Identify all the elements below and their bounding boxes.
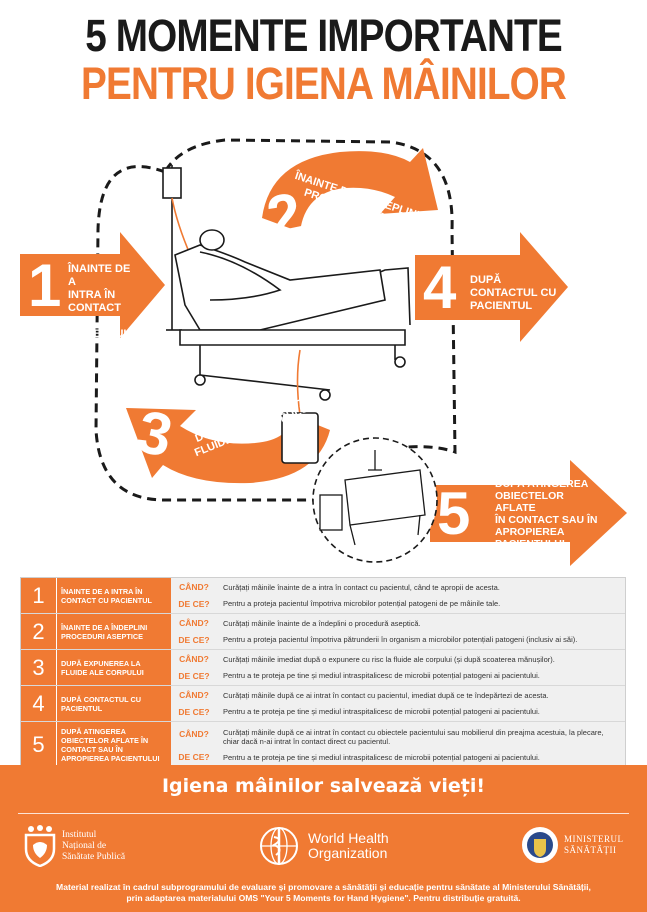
arrow-moment-5 <box>430 460 627 566</box>
arrow-number-4: 4 <box>423 254 457 321</box>
when-label: CÂND? <box>179 581 209 592</box>
when-text: Curățați mâinile după ce ai intrat în co… <box>223 691 549 701</box>
arrow-number-1: 1 <box>28 252 62 319</box>
arrow-moment-4 <box>415 232 568 342</box>
row-title: ÎNAINTE DE A ÎNDEPLINI PROCEDURI ASEPTIC… <box>57 614 171 649</box>
row-number: 1 <box>21 578 57 613</box>
why-text: Pentru a proteja pacientul împotriva mic… <box>223 598 501 608</box>
when-text: Curățați mâinile înainte de a îndeplini … <box>223 619 421 629</box>
arrow-number-5: 5 <box>437 480 471 547</box>
moments-table: 1 ÎNAINTE DE A INTRA ÎN CONTACT CU PACIE… <box>20 577 626 769</box>
when-label: CÂND? <box>179 653 209 664</box>
table-row: 2 ÎNAINTE DE A ÎNDEPLINI PROCEDURI ASEPT… <box>21 614 625 650</box>
arrow-moment-1 <box>20 232 165 338</box>
when-label: CÂND? <box>179 689 209 700</box>
slogan: Igiena mâinilor salvează vieți! <box>161 775 486 797</box>
ministry-crest-icon <box>522 827 558 863</box>
table-row: 5 DUPĂ ATINGEREA OBIECTELOR AFLATE ÎN CO… <box>21 722 625 768</box>
patient-surroundings-illustration <box>312 437 438 563</box>
row-title: DUPĂ CONTACTUL CU PACIENTUL <box>57 686 171 721</box>
row-title: DUPĂ EXPUNEREA LA FLUIDE ALE CORPULUI <box>57 650 171 685</box>
why-label: DE CE? <box>178 599 210 610</box>
why-label: DE CE? <box>178 707 210 718</box>
page-title-line1: 5 MOMENTE IMPORTANTE <box>85 10 562 61</box>
why-text: Pentru a proteja pacientul împotriva păt… <box>223 634 578 644</box>
patient-zone-outline <box>94 138 457 502</box>
why-text: Pentru a te proteja pe tine și mediul in… <box>223 670 540 680</box>
why-label: DE CE? <box>178 751 210 762</box>
why-label: DE CE? <box>178 671 210 682</box>
hospital-bed-illustration <box>162 165 411 464</box>
row-number: 5 <box>21 722 57 768</box>
row-title: DUPĂ ATINGEREA OBIECTELOR AFLATE ÎN CONT… <box>57 722 171 768</box>
row-title: ÎNAINTE DE A INTRA ÎN CONTACT CU PACIENT… <box>57 578 171 613</box>
page-title-line2: PENTRU IGIENA MÂINILOR <box>81 58 567 109</box>
moments-illustration <box>20 138 627 566</box>
who-emblem-icon <box>260 827 298 865</box>
when-text: Curățați mâinile după ce ai intrat în co… <box>223 727 604 746</box>
arrow-moment-3 <box>126 408 330 484</box>
table-row: 3 DUPĂ EXPUNEREA LA FLUIDE ALE CORPULUI … <box>21 650 625 686</box>
insp-shield-icon <box>24 825 56 868</box>
why-text: Pentru a te proteja pe tine și mediul in… <box>223 753 540 763</box>
when-label: CÂND? <box>179 617 209 628</box>
divider <box>18 813 629 814</box>
row-number: 3 <box>21 650 57 685</box>
row-number: 2 <box>21 614 57 649</box>
when-text: Curățați mâinile imediat după o expunere… <box>223 655 555 665</box>
when-text: Curățați mâinile înainte de a intra în c… <box>223 583 500 593</box>
row-number: 4 <box>21 686 57 721</box>
footer-banner: Igiena mâinilor salvează vieți! Institut… <box>0 765 647 912</box>
why-label: DE CE? <box>178 635 210 646</box>
credit-text: Material realizat în cadrul subprogramul… <box>56 882 591 903</box>
why-text: Pentru a te proteja pe tine și mediul in… <box>223 706 540 716</box>
table-row: 4 DUPĂ CONTACTUL CU PACIENTUL CÂND? DE CE… <box>21 686 625 722</box>
when-label: CÂND? <box>179 728 209 739</box>
table-row: 1 ÎNAINTE DE A INTRA ÎN CONTACT CU PACIE… <box>21 578 625 614</box>
arrow-moment-2 <box>262 148 438 232</box>
